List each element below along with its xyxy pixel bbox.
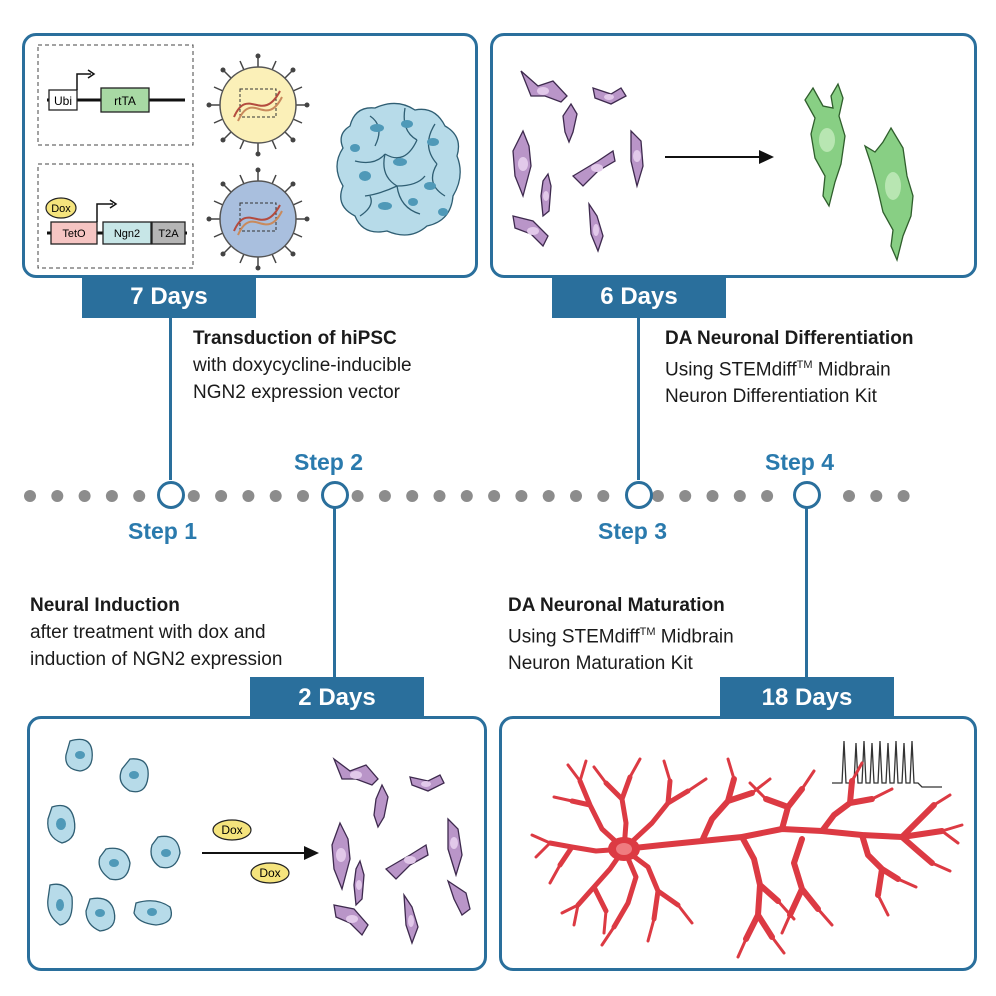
timeline-dot [406, 490, 419, 502]
green-neuron-icon [804, 82, 914, 263]
timeline-dot [187, 490, 200, 502]
panel-maturation [499, 716, 977, 971]
timeline-dot [597, 490, 610, 502]
step3-line1: Using STEMdiffTM Midbrain [665, 359, 891, 381]
panel-induction: Dox Dox [27, 716, 487, 971]
step2-line2: induction of NGN2 expression [30, 649, 283, 670]
duration-badge-step4: 18 Days [720, 677, 894, 719]
connector-step4 [805, 508, 808, 683]
timeline-marker-step1 [157, 481, 185, 509]
timeline-dot [51, 490, 64, 502]
step3-title: DA Neuronal Differentiation [665, 328, 914, 349]
timeline-marker-step3 [625, 481, 653, 509]
lentivirus-1-icon [206, 53, 310, 157]
step1-label: Step 1 [128, 518, 198, 544]
panel-differentiation [490, 33, 977, 278]
ubi-promoter-box [48, 89, 78, 111]
timeline-marker-step4 [793, 481, 821, 509]
timeline-dot [761, 490, 774, 502]
timeline-dot [706, 490, 719, 502]
timeline-marker-step2 [321, 481, 349, 509]
timeline-dot [460, 490, 473, 502]
teto-label: TetO [62, 228, 86, 240]
ngn2-label: Ngn2 [114, 228, 140, 240]
rtta-label: rtTA [114, 94, 136, 108]
timeline-dot [870, 490, 883, 502]
timeline-dot [215, 490, 228, 502]
timeline-dot [733, 490, 746, 502]
timeline-dot [542, 490, 555, 502]
step4-description: DA Neuronal Maturation Using STEMdiffTM … [508, 592, 734, 677]
step2-line1: after treatment with dox and [30, 622, 266, 643]
step4-label: Step 4 [765, 449, 835, 475]
timeline-dot [78, 490, 91, 502]
transduction-illustration: Ubi rtTA Dox TetO Ngn2 T2A [37, 44, 461, 271]
step4-line1: Using STEMdiffTM Midbrain [508, 626, 734, 648]
ngn2-gene-box [102, 221, 152, 245]
hipsc-colony-icon [336, 102, 461, 236]
mature-da-neuron-icon [530, 757, 964, 959]
induced-neuron-cells-icon [331, 757, 471, 945]
duration-badge-step1: 7 Days [82, 276, 256, 318]
teto-promoter-box [50, 221, 98, 245]
connector-step2 [333, 508, 336, 683]
timeline-dot [378, 490, 391, 502]
dox-label-1: Dox [221, 823, 242, 837]
timeline-dot [433, 490, 446, 502]
step2-label: Step 2 [294, 449, 364, 475]
timeline-dot [488, 490, 501, 502]
step3-description: DA Neuronal Differentiation Using STEMdi… [665, 325, 913, 410]
ubi-label: Ubi [54, 94, 72, 108]
rtta-gene-box [100, 87, 150, 113]
dox-label-2: Dox [259, 866, 280, 880]
step3-line2: Neuron Differentiation Kit [665, 386, 877, 408]
step4-line2: Neuron Maturation Kit [508, 653, 693, 675]
step1-description: Transduction of hiPSC with doxycycline-i… [193, 325, 412, 406]
step4-title: DA Neuronal Maturation [508, 595, 725, 616]
t2a-label: T2A [158, 228, 179, 240]
duration-badge-step2: 2 Days [250, 677, 424, 719]
timeline-dot [105, 490, 118, 502]
induction-illustration: Dox Dox [47, 738, 471, 945]
action-potential-trace [832, 740, 942, 788]
timeline [24, 490, 910, 502]
connector-step3 [637, 316, 640, 480]
dox-bubble [45, 197, 77, 219]
timeline-dot [570, 490, 582, 502]
timeline-dot [843, 490, 855, 502]
hipsc-cells-icon [47, 738, 181, 932]
timeline-dot [515, 490, 528, 502]
timeline-dot [351, 490, 364, 502]
dox-molecule-1-icon: Dox [212, 819, 252, 841]
timeline-dot [897, 490, 910, 502]
timeline-dot [133, 490, 146, 502]
timeline-dot [24, 490, 36, 502]
maturation-illustration [530, 740, 964, 959]
connector-step1 [169, 316, 172, 480]
step2-title: Neural Induction [30, 595, 180, 616]
timeline-dot [297, 490, 309, 502]
dox-label-construct: Dox [51, 203, 71, 215]
timeline-dot [679, 490, 692, 502]
progenitor-cells-icon [512, 70, 644, 253]
panel-transduction: Ubi rtTA Dox TetO Ngn2 T2A [22, 33, 478, 278]
duration-badge-step3: 6 Days [552, 276, 726, 318]
step1-title: Transduction of hiPSC [193, 328, 397, 349]
step3-label: Step 3 [598, 518, 668, 544]
timeline-dot [651, 490, 664, 502]
lentivirus-2-icon [206, 167, 310, 271]
differentiation-illustration [512, 70, 914, 263]
dox-molecule-2-icon: Dox [250, 862, 290, 884]
timeline-dot [269, 490, 282, 502]
step1-line2: NGN2 expression vector [193, 382, 400, 403]
step1-line1: with doxycycline-inducible [193, 355, 412, 376]
t2a-box [151, 221, 186, 245]
step2-description: Neural Induction after treatment with do… [30, 592, 282, 673]
timeline-dot [242, 490, 255, 502]
